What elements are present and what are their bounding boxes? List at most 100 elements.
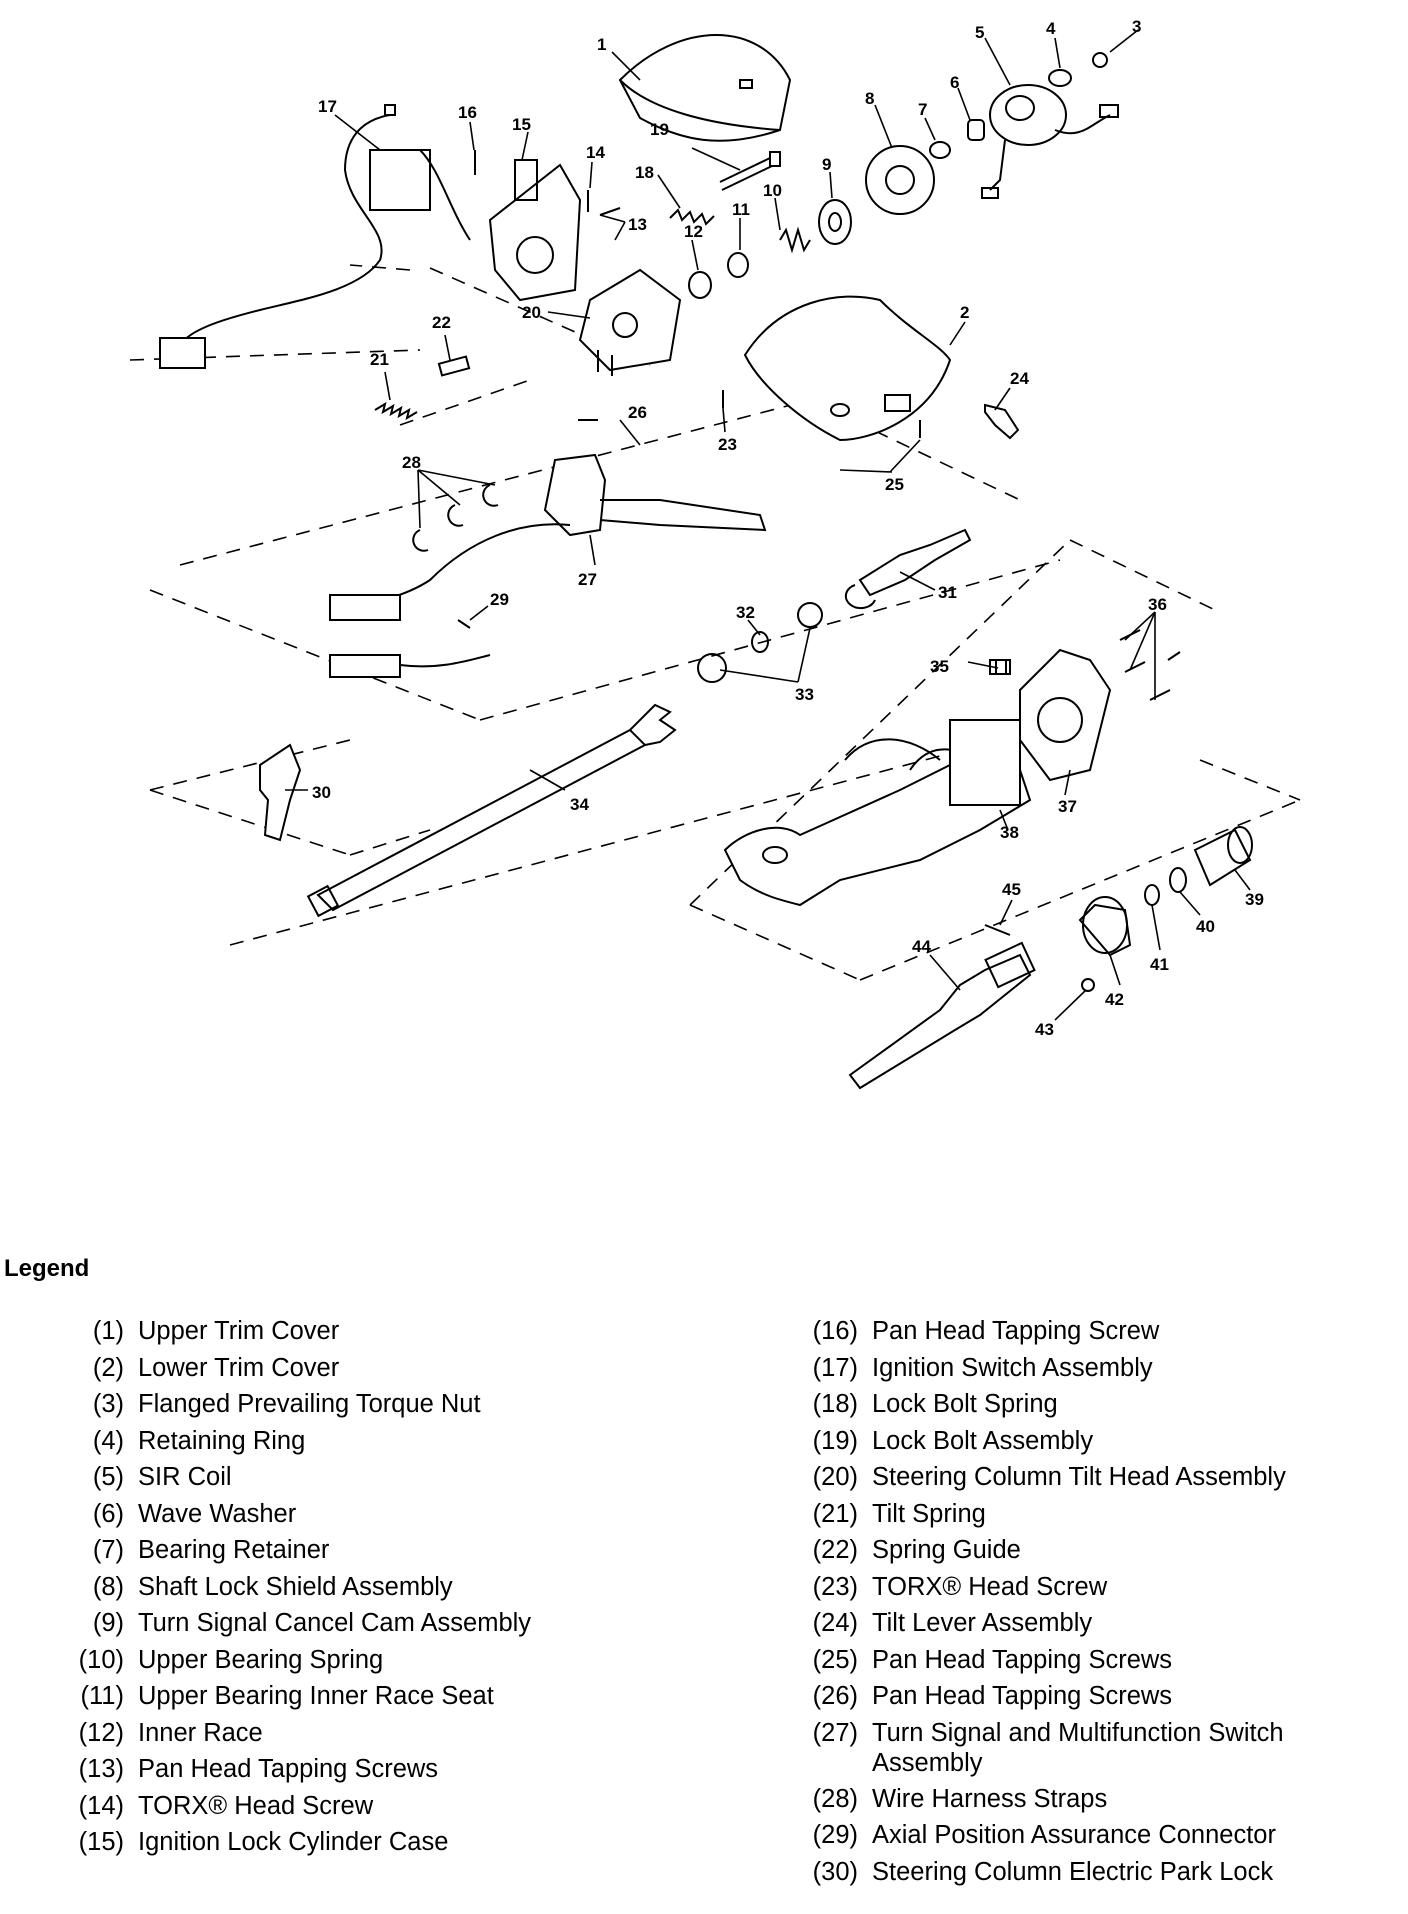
legend-item: (18)Lock Bolt Spring — [796, 1386, 1396, 1423]
callout-2: 2 — [960, 303, 969, 322]
callout-9: 9 — [822, 155, 831, 174]
legend-label: Turn Signal and Multifunction Switch Ass… — [872, 1718, 1284, 1777]
legend-label: Pan Head Tapping Screws — [138, 1755, 439, 1783]
legend-number: (27) — [812, 1718, 858, 1747]
callout-3: 3 — [1132, 17, 1141, 36]
part-upper-trim-cover — [618, 34, 792, 142]
legend-label: Lock Bolt Assembly — [872, 1426, 1094, 1455]
part-bearing-assembly — [1078, 896, 1132, 957]
callout-7: 7 — [918, 100, 927, 119]
part-wave-washer — [967, 119, 985, 141]
legend-label: Pan Head Tapping Screw — [872, 1317, 1160, 1345]
part-spring-guide — [437, 355, 471, 377]
part-lower-trim-cover — [743, 295, 952, 442]
callout-labels: 1 2 3 4 5 6 7 8 9 10 11 12 13 14 15 16 1… — [312, 17, 1264, 1039]
legend-label: Pan Head Tapping Screws — [872, 1645, 1173, 1674]
part-spheres — [697, 602, 823, 683]
part-electric-park-lock — [259, 743, 302, 842]
legend-label: Upper Trim Cover — [138, 1317, 340, 1345]
callout-31: 31 — [938, 583, 957, 602]
legend-item: (3) Flanged Prevailing Torque Nut — [52, 1386, 752, 1423]
legend-label: Lock Bolt Spring — [872, 1390, 1058, 1418]
legend-column-left: (1)Upper Trim Cover (2)Lower Trim Cover … — [52, 1313, 752, 1861]
legend-item: (27) Turn Signal and Multifunction Switch… — [796, 1715, 1396, 1781]
legend-number: (10) — [78, 1645, 124, 1674]
callout-42: 42 — [1105, 990, 1124, 1009]
legend-label: Axial Position Assurance Connector — [872, 1821, 1276, 1849]
part-adapter — [1193, 826, 1253, 887]
legend-item: (17)Ignition Switch Assembly — [796, 1350, 1396, 1387]
legend-number: (20) — [812, 1463, 858, 1491]
legend-number: (29) — [812, 1821, 858, 1849]
legend-number: (11) — [80, 1682, 124, 1710]
legend-item: (1) Upper Trim Cover — [52, 1313, 752, 1350]
part-tilt-lever — [984, 403, 1020, 440]
part-lower-shaft — [848, 941, 1036, 1090]
legend-item: (20)Steering Column Tilt Head Assembly — [796, 1459, 1396, 1496]
legend-item: (28)Wire Harness Straps — [796, 1781, 1396, 1818]
callout-15: 15 — [512, 115, 531, 134]
legend-number: (24) — [812, 1609, 858, 1637]
callout-5: 5 — [975, 23, 984, 42]
part-inner-race — [688, 271, 712, 299]
part-centering-spring — [751, 631, 769, 653]
callout-6: 6 — [950, 73, 959, 92]
legend-label: Spring Guide — [872, 1536, 1021, 1564]
legend-number: (30) — [812, 1857, 858, 1886]
callout-45: 45 — [1002, 880, 1021, 899]
legend-item: (11)Upper Bearing Inner Race Seat — [52, 1678, 752, 1715]
legend-number: (23) — [812, 1572, 858, 1601]
callout-17: 17 — [318, 97, 337, 116]
legend-number: (26) — [812, 1682, 858, 1710]
exploded-view-diagram: 1 2 3 4 5 6 7 8 9 10 11 12 13 14 15 16 1… — [129, 17, 1301, 1090]
callout-34: 34 — [570, 795, 589, 814]
leader-lines — [285, 29, 1251, 1021]
legend-item: (10)Upper Bearing Spring — [52, 1642, 752, 1679]
part-steering-shaft — [306, 703, 677, 918]
legend-item: (2)Lower Trim Cover — [52, 1350, 752, 1387]
legend-item: (7)Bearing Retainer — [52, 1532, 752, 1569]
legend-number: (17) — [812, 1353, 858, 1382]
legend-label: Turn Signal Cancel Cam Assembly — [138, 1609, 532, 1637]
legend-label: Wave Washer — [138, 1499, 297, 1528]
legend-label: Shaft Lock Shield Assembly — [138, 1572, 453, 1601]
legend-item: (23)TORX® Head Screw — [796, 1569, 1396, 1606]
callout-37: 37 — [1058, 797, 1077, 816]
legend-item: (9)Turn Signal Cancel Cam Assembly — [52, 1605, 752, 1642]
callout-26: 26 — [628, 403, 647, 422]
part-washer-41 — [1144, 884, 1160, 906]
legend-number: (2) — [92, 1353, 124, 1382]
legend-item: (21)Tilt Spring — [796, 1496, 1396, 1533]
part-ignition-switch — [159, 104, 471, 369]
callout-40: 40 — [1196, 917, 1215, 936]
callout-25: 25 — [885, 475, 904, 494]
callout-24: 24 — [1010, 369, 1029, 388]
callout-30: 30 — [312, 783, 331, 802]
legend-item: (24)Tilt Lever Assembly — [796, 1605, 1396, 1642]
callout-18: 18 — [635, 163, 654, 182]
group-outline-lines — [129, 264, 1301, 981]
legend-item: (25)Pan Head Tapping Screws — [796, 1642, 1396, 1679]
callout-29: 29 — [490, 590, 509, 609]
callout-19: 19 — [650, 120, 669, 139]
part-bearing-retainer — [929, 141, 951, 159]
legend-number: (7) — [92, 1536, 124, 1564]
part-tilt-spring — [374, 401, 418, 421]
part-ignition-lock-case — [488, 159, 582, 302]
legend-label: Inner Race — [138, 1718, 263, 1747]
legend-number: (4) — [92, 1426, 124, 1455]
legend-number: (8) — [92, 1572, 124, 1601]
legend-number: (13) — [78, 1755, 124, 1783]
part-column-housing — [723, 719, 1032, 907]
part-shaft-lock-shield — [865, 145, 935, 215]
legend-item: (22)Spring Guide — [796, 1532, 1396, 1569]
legend-number: (3) — [92, 1390, 124, 1418]
legend-item: (14)TORX® Head Screw — [52, 1788, 752, 1825]
callout-32: 32 — [736, 603, 755, 622]
callout-38: 38 — [1000, 823, 1019, 842]
legend-label: Flanged Prevailing Torque Nut — [138, 1390, 481, 1418]
legend-label: Tilt Spring — [872, 1499, 986, 1528]
legend-number: (1) — [92, 1317, 124, 1345]
part-apa-connector — [457, 619, 471, 629]
legend-item: (6)Wave Washer — [52, 1496, 752, 1533]
